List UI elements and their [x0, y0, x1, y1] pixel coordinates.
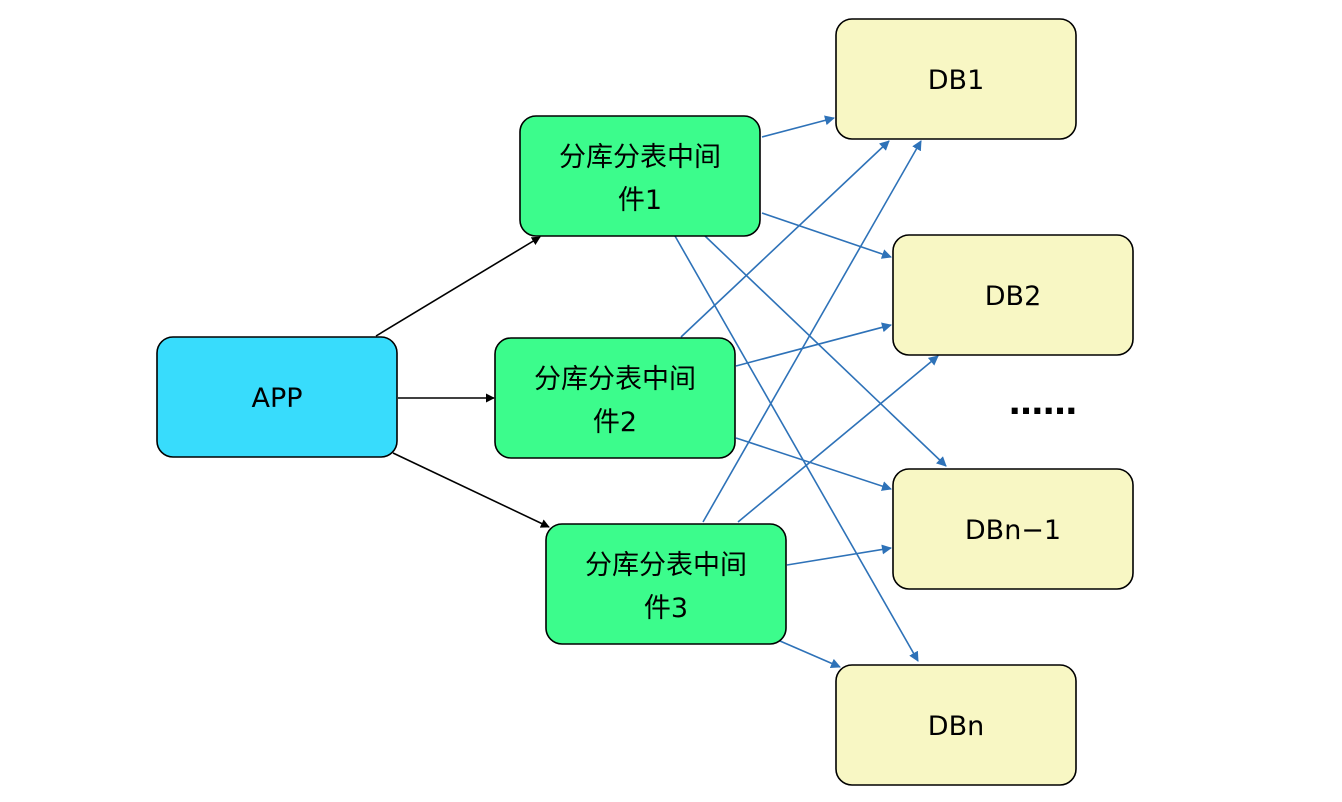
app-label: APP [251, 383, 302, 414]
middleware-node-2[interactable]: 分库分表中间 件2 [494, 337, 736, 459]
middleware-3-line2: 件3 [644, 593, 688, 624]
edge-mw2-db1 [680, 140, 890, 338]
db2-label: DB2 [985, 281, 1042, 312]
dbn-label: DBn [928, 711, 984, 742]
middleware-3-line1: 分库分表中间 [585, 550, 747, 581]
edge-mw3-db1 [702, 140, 922, 523]
middleware-2-line1: 分库分表中间 [534, 364, 696, 395]
dbn-1-label: DBn−1 [965, 515, 1061, 546]
edge-mw1-db2 [761, 212, 892, 259]
more-databases-ellipsis: …… [1009, 383, 1077, 423]
db-node-db1[interactable]: DB1 [835, 18, 1077, 140]
middleware-1-line2: 件1 [618, 185, 662, 216]
middleware-1-line1: 分库分表中间 [559, 142, 721, 173]
db-node-dbn[interactable]: DBn [835, 664, 1077, 786]
black-edges [375, 236, 550, 528]
edge-mw3-dbn [779, 640, 841, 669]
edge-mw1-dbn1 [704, 235, 947, 467]
edge-app-mw3 [392, 452, 550, 528]
db-node-dbn-1[interactable]: DBn−1 [892, 468, 1134, 590]
edge-app-mw1 [375, 236, 541, 337]
edge-mw3-dbn1 [786, 544, 892, 566]
edge-mw2-dbn1 [735, 437, 892, 491]
middleware-node-3[interactable]: 分库分表中间 件3 [545, 523, 787, 645]
middleware-node-1[interactable]: 分库分表中间 件1 [519, 115, 761, 237]
edge-mw3-db2 [737, 355, 939, 523]
db1-label: DB1 [928, 65, 985, 96]
db-node-db2[interactable]: DB2 [892, 234, 1134, 356]
edge-mw1-db1 [761, 115, 835, 138]
edge-mw2-db2 [735, 322, 892, 367]
middleware-2-line2: 件2 [593, 407, 637, 438]
app-node[interactable]: APP [156, 336, 398, 458]
edge-mw1-dbn [674, 235, 919, 662]
blue-edges [674, 115, 947, 669]
